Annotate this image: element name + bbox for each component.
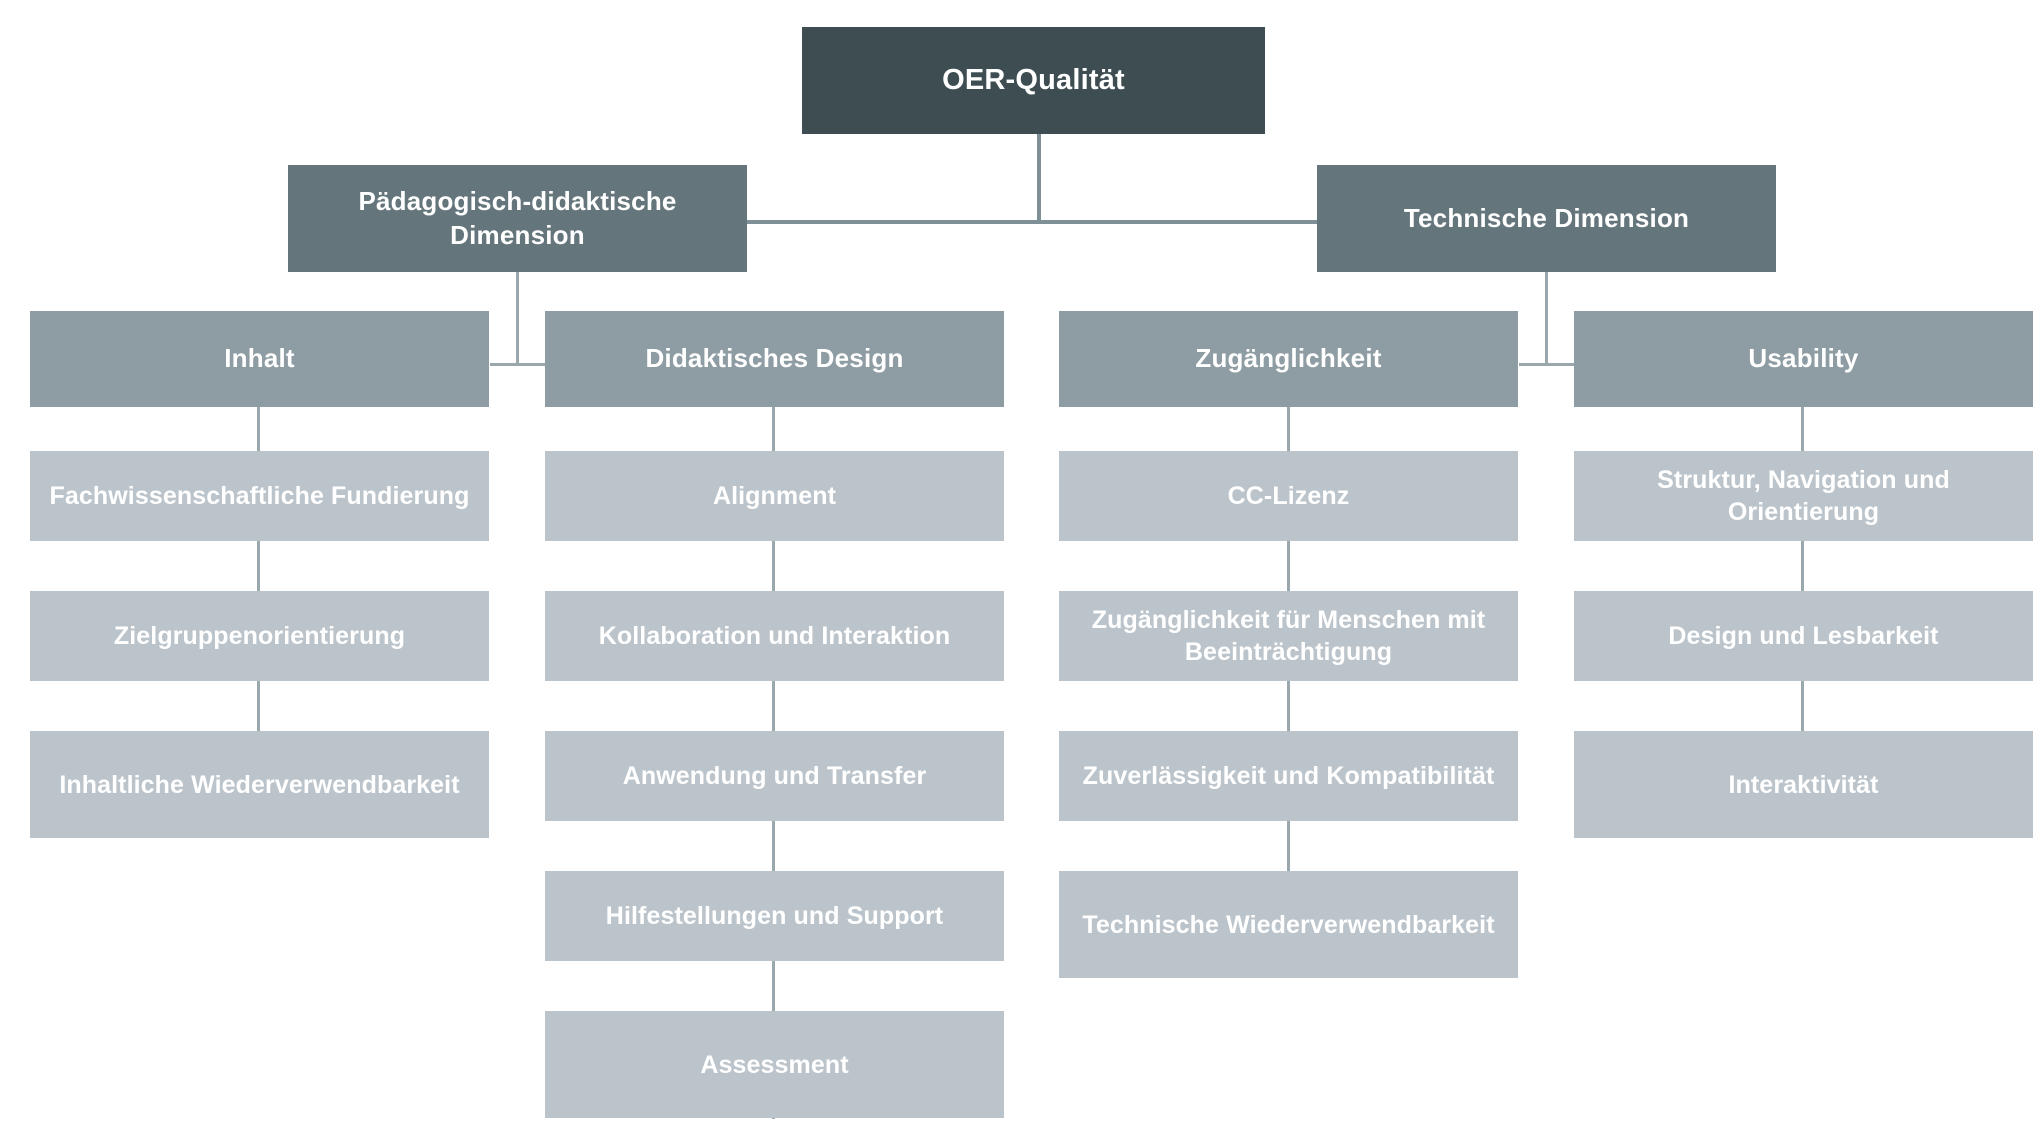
node-category-usability[interactable]: Usability <box>1574 311 2033 407</box>
node-category-inhalt[interactable]: Inhalt <box>30 311 489 407</box>
node-criterion[interactable]: Technische Wiederverwendbarkeit <box>1059 871 1518 978</box>
connector-dimension-bar <box>745 220 1330 224</box>
connector-dim2-bar <box>1519 363 1574 366</box>
connector-dim1-bar <box>490 363 545 366</box>
node-criterion[interactable]: Kollaboration und Interaktion <box>545 591 1004 681</box>
connector-root-stem <box>1037 133 1041 222</box>
node-category-zugaenglichkeit[interactable]: Zugänglichkeit <box>1059 311 1518 407</box>
connector-col3-spine <box>1287 406 1290 978</box>
node-criterion[interactable]: Zugänglichkeit für Menschen mit Beeinträ… <box>1059 591 1518 681</box>
node-criterion[interactable]: Struktur, Navigation und Orientierung <box>1574 451 2033 541</box>
node-criterion[interactable]: Interaktivität <box>1574 731 2033 838</box>
node-dimension-technisch[interactable]: Technische Dimension <box>1317 165 1776 272</box>
node-category-didaktisches-design[interactable]: Didaktisches Design <box>545 311 1004 407</box>
node-criterion[interactable]: Fachwissenschaftliche Fundierung <box>30 451 489 541</box>
node-root[interactable]: OER-Qualität <box>802 27 1265 134</box>
node-criterion[interactable]: Anwendung und Transfer <box>545 731 1004 821</box>
node-criterion[interactable]: Assessment <box>545 1011 1004 1118</box>
node-dimension-paedagogisch[interactable]: Pädagogisch-didaktische Dimension <box>288 165 747 272</box>
node-criterion[interactable]: Zuverlässigkeit und Kompatibilität <box>1059 731 1518 821</box>
node-criterion[interactable]: Hilfestellungen und Support <box>545 871 1004 961</box>
node-criterion[interactable]: CC-Lizenz <box>1059 451 1518 541</box>
node-criterion[interactable]: Inhaltliche Wiederverwendbarkeit <box>30 731 489 838</box>
node-criterion[interactable]: Alignment <box>545 451 1004 541</box>
connector-dim1-stem <box>516 270 519 365</box>
node-criterion[interactable]: Zielgruppenorientierung <box>30 591 489 681</box>
connector-dim2-stem <box>1545 270 1548 365</box>
node-criterion[interactable]: Design und Lesbarkeit <box>1574 591 2033 681</box>
